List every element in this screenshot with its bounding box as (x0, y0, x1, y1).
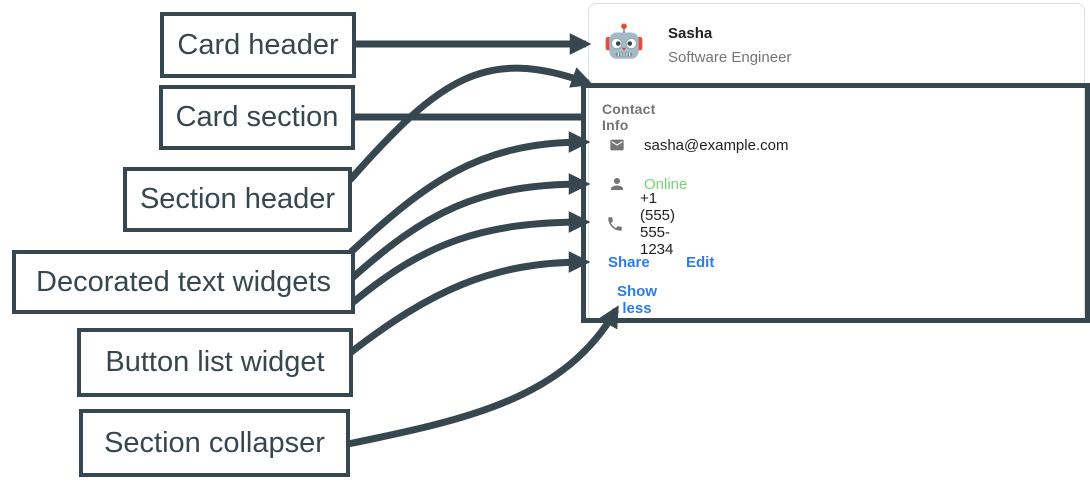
annotation-label-card-header: Card header (160, 12, 356, 78)
email-icon (606, 137, 628, 153)
annotation-label-button-list-widget: Button list widget (77, 328, 353, 397)
section-header-title: Contact Info (602, 101, 656, 133)
annotation-label-text: Card header (177, 28, 339, 61)
phone-icon (606, 215, 624, 233)
decorated-text-status: Online (606, 172, 687, 196)
arrow-section-collapser (347, 305, 620, 448)
card-header-name: Sasha (668, 25, 713, 42)
section-collapser-button[interactable]: Show less (617, 283, 657, 317)
annotation-label-decorated-text-widgets: Decorated text widgets (12, 250, 355, 314)
phone-text: +1 (555) 555-1234 (640, 190, 676, 258)
annotation-label-text: Button list widget (105, 346, 325, 378)
annotation-label-card-section: Card section (159, 85, 355, 150)
decorated-text-email: sasha@example.com (606, 133, 788, 157)
annotation-label-text: Decorated text widgets (36, 265, 331, 298)
arrow-button-list (347, 251, 591, 356)
status-text: Online (644, 175, 688, 193)
annotation-label-section-header: Section header (123, 167, 352, 232)
annotation-label-section-collapser: Section collapser (79, 409, 350, 477)
card-header-subtitle: Software Engineer (668, 49, 792, 66)
email-text: sasha@example.com (644, 136, 789, 154)
decorated-text-phone: +1 (555) 555-1234 (606, 190, 679, 258)
annotation-label-text: Section header (139, 183, 336, 215)
share-button[interactable]: Share (608, 254, 650, 271)
annotation-label-text: Card section (175, 101, 339, 133)
arrow-decorated-email (348, 131, 591, 255)
edit-button[interactable]: Edit (686, 254, 715, 271)
arrow-section-header (347, 64, 594, 183)
annotation-label-text: Section collapser (104, 426, 325, 459)
robot-icon (605, 23, 643, 59)
contact-card: Sasha Software Engineer (588, 3, 1085, 321)
person-icon (606, 175, 628, 193)
arrow-decorated-phone (348, 211, 591, 307)
arrow-decorated-status (348, 173, 591, 282)
